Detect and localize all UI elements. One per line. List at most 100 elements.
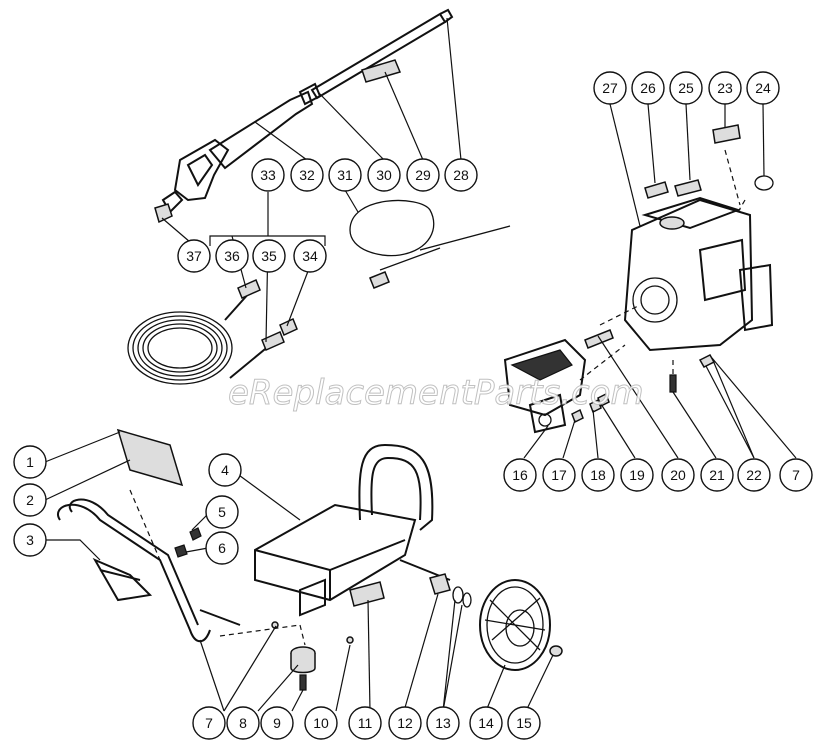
callout-circle [737, 458, 771, 492]
frame-hardware [174, 527, 354, 691]
callout-circle [426, 706, 460, 740]
callout-8: 8 [226, 706, 260, 740]
callout-number: 8 [239, 715, 247, 731]
callout-number: 27 [602, 80, 618, 96]
callout-34: 34 [293, 239, 327, 273]
callout-number: 30 [376, 167, 392, 183]
callout-number: 31 [337, 167, 353, 183]
callout-circle [348, 706, 382, 740]
watermark: eReplacementParts.com [228, 373, 644, 413]
callout-number: 21 [709, 467, 725, 483]
callout-27: 27 [593, 71, 627, 105]
callout-circle [215, 239, 249, 273]
callout-number: 36 [224, 248, 240, 264]
callout-number: 33 [260, 167, 276, 183]
engine-decals [644, 124, 774, 213]
callout-24: 24 [746, 71, 780, 105]
callout-circle [444, 158, 478, 192]
callout-25: 25 [669, 71, 703, 105]
callout-7: 7 [192, 706, 226, 740]
callout-number: 20 [670, 467, 686, 483]
callout-circle [208, 453, 242, 487]
callout-number: 23 [717, 80, 733, 96]
callout-circle [746, 71, 780, 105]
callout-circle [700, 458, 734, 492]
high-pressure-hose [127, 291, 271, 385]
callout-circle [252, 239, 286, 273]
callout-22: 22 [737, 458, 771, 492]
pump [503, 338, 626, 434]
callout-number: 6 [218, 540, 226, 556]
callout-circle [388, 706, 422, 740]
callout-number: 29 [415, 167, 431, 183]
callout-circle [779, 458, 813, 492]
callout-circle [507, 706, 541, 740]
callout-12: 12 [388, 706, 422, 740]
callout-number: 11 [358, 715, 373, 731]
callout-circle [328, 158, 362, 192]
callout-number: 18 [590, 467, 606, 483]
callout-32: 32 [290, 158, 324, 192]
callout-13: 13 [426, 706, 460, 740]
callout-number: 1 [26, 454, 34, 470]
callout-number: 35 [261, 248, 277, 264]
callout-number: 2 [26, 492, 34, 508]
decal-29 [361, 59, 402, 83]
callout-number: 25 [678, 80, 694, 96]
callout-circle [669, 71, 703, 105]
spray-wand [298, 8, 454, 106]
callout-number: 15 [516, 715, 532, 731]
callout-5: 5 [205, 495, 239, 529]
callout-30: 30 [367, 158, 401, 192]
callout-circle [293, 239, 327, 273]
detergent-hose [349, 199, 511, 289]
callout-16: 16 [503, 458, 537, 492]
callout-circle [406, 158, 440, 192]
callout-number: 12 [397, 715, 413, 731]
callout-number: 22 [746, 467, 762, 483]
callout-circle [177, 239, 211, 273]
callout-2: 2 [13, 483, 47, 517]
callout-number: 13 [435, 715, 451, 731]
callout-33: 33 [251, 158, 285, 192]
trigger-gun [161, 90, 314, 214]
callout-19: 19 [620, 458, 654, 492]
callout-number: 3 [26, 532, 34, 548]
callout-number: 7 [205, 715, 213, 731]
engine [584, 196, 774, 352]
callout-11: 11 [348, 706, 382, 740]
callout-circle [205, 495, 239, 529]
callout-20: 20 [661, 458, 695, 492]
callout-28: 28 [444, 158, 478, 192]
callout-circle [192, 706, 226, 740]
callout-circle [661, 458, 695, 492]
quick-coupler-37 [154, 203, 173, 224]
frame-base [129, 443, 451, 646]
callout-29: 29 [406, 158, 440, 192]
callout-circle [304, 706, 338, 740]
callout-number: 9 [273, 715, 281, 731]
callout-circle [542, 458, 576, 492]
callout-18: 18 [581, 458, 615, 492]
callout-number: 14 [478, 715, 494, 731]
callout-9: 9 [260, 706, 294, 740]
pump-hardware [571, 354, 716, 424]
callout-circle [631, 71, 665, 105]
callout-number: 19 [629, 467, 645, 483]
callout-6: 6 [205, 531, 239, 565]
callout-number: 24 [755, 80, 771, 96]
callout-number: 7 [792, 467, 800, 483]
callout-circle [13, 483, 47, 517]
callout-circle [469, 706, 503, 740]
callout-36: 36 [215, 239, 249, 273]
frame-handle [57, 498, 241, 643]
callout-number: 28 [453, 167, 469, 183]
callout-number: 17 [551, 467, 567, 483]
callout-circle [708, 71, 742, 105]
callout-10: 10 [304, 706, 338, 740]
callout-circle [620, 458, 654, 492]
callout-3: 3 [13, 523, 47, 557]
callout-circle [581, 458, 615, 492]
